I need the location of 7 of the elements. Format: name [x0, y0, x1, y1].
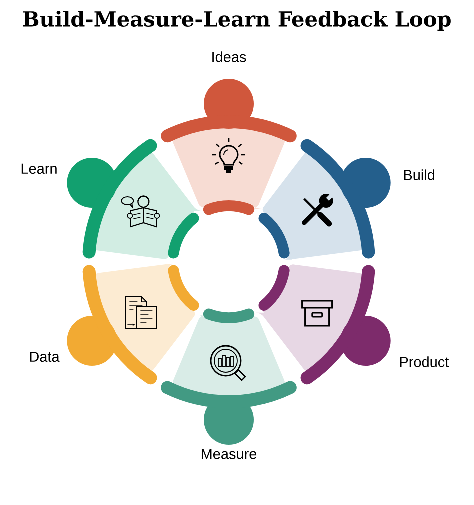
segment-label: Product: [400, 356, 450, 368]
segment-label: Learn: [22, 164, 57, 174]
segment-label: Ideas: [212, 52, 246, 62]
segment-label: Data: [30, 352, 60, 362]
segment-label: Measure: [202, 449, 257, 460]
title: Build-Measure-Learn Feedback Loop: [23, 10, 451, 32]
segment-label: Build: [404, 170, 434, 180]
